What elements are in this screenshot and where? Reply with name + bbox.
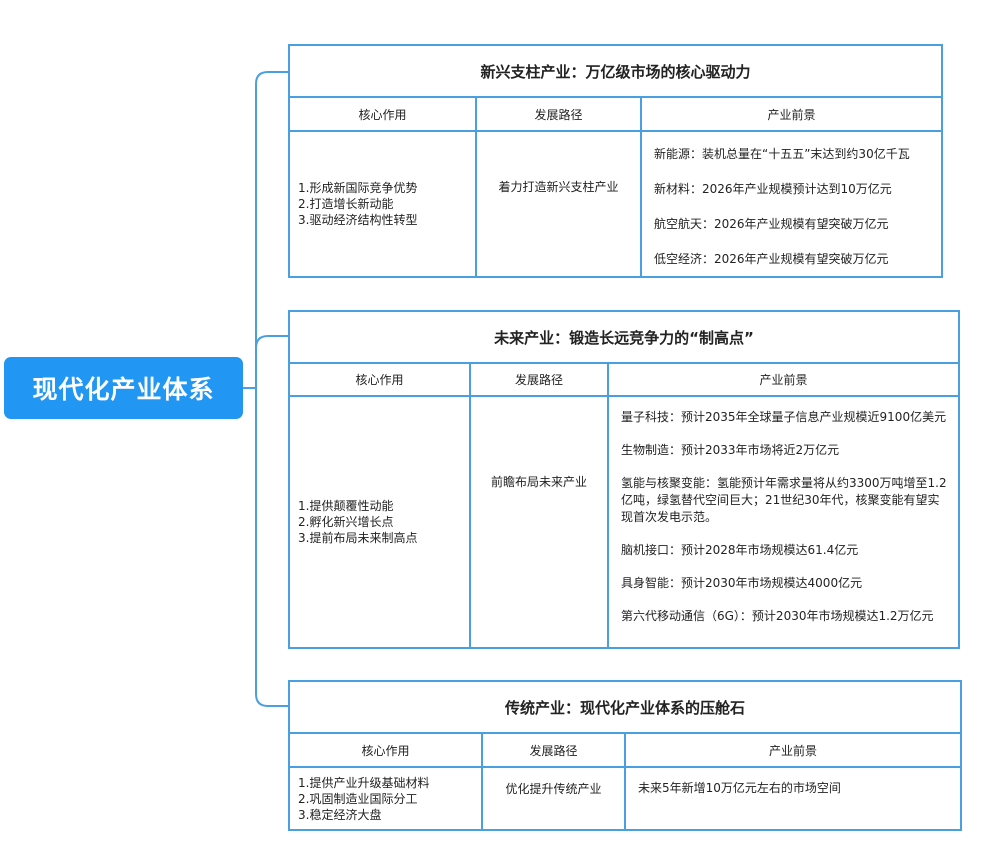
header-path: 发展路径 <box>471 364 609 395</box>
core-item: 1.形成新国际竞争优势 <box>298 181 418 195</box>
table-header: 核心作用 发展路径 产业前景 <box>290 98 941 132</box>
prospect-item: 新能源：装机总量在“十五五”末达到约30亿千瓦 <box>654 147 910 161</box>
prospect-item: 第六代移动通信（6G）：预计2030年市场规模达1.2万亿元 <box>621 609 934 623</box>
development-path: 优化提升传统产业 <box>483 768 626 829</box>
prospects: 未来5年新增10万亿元左右的市场空间 <box>626 768 960 829</box>
root-node: 现代化产业体系 <box>4 357 243 419</box>
table-row: 1.提供产业升级基础材料 2.巩固制造业国际分工 3.稳定经济大盘 优化提升传统… <box>290 768 960 829</box>
prospect-item: 具身智能：预计2030年市场规模达4000亿元 <box>621 576 863 590</box>
prospect-item: 脑机接口：预计2028年市场规模达61.4亿元 <box>621 543 859 557</box>
section-traditional-industries: 传统产业：现代化产业体系的压舱石 核心作用 发展路径 产业前景 1.提供产业升级… <box>288 680 962 831</box>
section-title: 未来产业：锻造长远竞争力的“制高点” <box>290 312 958 364</box>
core-roles: 1.提供产业升级基础材料 2.巩固制造业国际分工 3.稳定经济大盘 <box>290 768 483 829</box>
section-title: 新兴支柱产业：万亿级市场的核心驱动力 <box>290 46 941 98</box>
header-path: 发展路径 <box>477 98 642 130</box>
prospects: 新能源：装机总量在“十五五”末达到约30亿千瓦 新材料：2026年产业规模预计达… <box>642 132 941 276</box>
prospect-item: 航空航天：2026年产业规模有望突破万亿元 <box>654 217 889 231</box>
header-core: 核心作用 <box>290 364 471 395</box>
core-item: 3.提前布局未来制高点 <box>298 531 418 545</box>
core-item: 2.孵化新兴增长点 <box>298 515 394 529</box>
header-path: 发展路径 <box>483 734 626 766</box>
prospect-item: 低空经济：2026年产业规模有望突破万亿元 <box>654 252 889 266</box>
table-row: 1.提供颠覆性动能 2.孵化新兴增长点 3.提前布局未来制高点 前瞻布局未来产业… <box>290 397 958 647</box>
prospects: 量子科技：预计2035年全球量子信息产业规模近9100亿美元 生物制造：预计20… <box>609 397 958 647</box>
section-future-industries: 未来产业：锻造长远竞争力的“制高点” 核心作用 发展路径 产业前景 1.提供颠覆… <box>288 310 960 649</box>
prospect-item: 生物制造：预计2033年市场将近2万亿元 <box>621 443 840 457</box>
header-prospects: 产业前景 <box>767 107 816 122</box>
development-path: 着力打造新兴支柱产业 <box>477 132 642 276</box>
core-item: 3.稳定经济大盘 <box>298 807 382 822</box>
core-roles: 1.提供颠覆性动能 2.孵化新兴增长点 3.提前布局未来制高点 <box>290 397 471 647</box>
section-emerging-pillar: 新兴支柱产业：万亿级市场的核心驱动力 核心作用 发展路径 产业前景 1.形成新国… <box>288 44 943 278</box>
prospect-item: 未来5年新增10万亿元左右的市场空间 <box>638 781 841 795</box>
development-path: 前瞻布局未来产业 <box>471 397 609 647</box>
core-item: 1.提供颠覆性动能 <box>298 499 394 513</box>
section-title: 传统产业：现代化产业体系的压舱石 <box>290 682 960 734</box>
core-item: 2.巩固制造业国际分工 <box>298 791 418 806</box>
header-core: 核心作用 <box>290 734 483 766</box>
core-item: 1.提供产业升级基础材料 <box>298 775 430 790</box>
prospect-item: 新材料：2026年产业规模预计达到10万亿元 <box>654 182 892 196</box>
prospect-item: 量子科技：预计2035年全球量子信息产业规模近9100亿美元 <box>621 410 947 424</box>
header-core: 核心作用 <box>290 98 477 130</box>
table-header: 核心作用 发展路径 产业前景 <box>290 364 958 397</box>
core-roles: 1.形成新国际竞争优势 2.打造增长新动能 3.驱动经济结构性转型 <box>290 132 477 276</box>
header-prospects: 产业前景 <box>768 743 817 758</box>
core-item: 3.驱动经济结构性转型 <box>298 213 418 227</box>
table-header: 核心作用 发展路径 产业前景 <box>290 734 960 768</box>
core-item: 2.打造增长新动能 <box>298 197 394 211</box>
header-prospects: 产业前景 <box>759 373 808 387</box>
root-label: 现代化产业体系 <box>32 375 215 404</box>
table-row: 1.形成新国际竞争优势 2.打造增长新动能 3.驱动经济结构性转型 着力打造新兴… <box>290 132 941 276</box>
prospect-item: 氢能与核聚变能：氢能预计年需求量将从约3300万吨增至1.2亿吨，绿氢替代空间巨… <box>621 476 947 524</box>
